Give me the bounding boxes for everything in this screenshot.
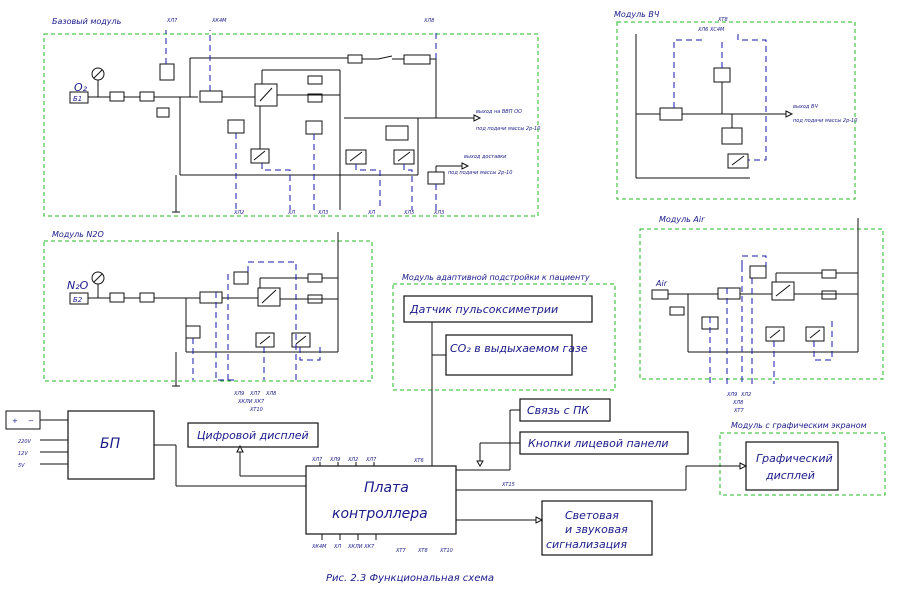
- light-sound-signal-block: [541, 500, 653, 556]
- title-graphic-module: Модуль с графическим экраном: [731, 421, 867, 430]
- svg-text:под подачи массы 2р-10: под подачи массы 2р-10: [793, 118, 857, 124]
- svg-text:ХЛ2: ХЛ2: [233, 210, 244, 216]
- controller-board-block: [305, 465, 457, 535]
- zone-air-module: [639, 228, 884, 380]
- svg-text:ХЛ7: ХЛ7: [249, 391, 261, 397]
- svg-text:ХЛ: ХЛ: [333, 544, 341, 550]
- controller-label-line2: контроллера: [332, 506, 428, 522]
- figure-caption: Рис. 2.3 Функциональная схема: [326, 573, 494, 584]
- svg-text:ХЛ: ХЛ: [367, 210, 375, 216]
- psu-label: БП: [100, 436, 121, 452]
- svg-text:ХЛ9: ХЛ9: [329, 457, 340, 463]
- digital-display-label: Цифровой дисплей: [197, 429, 309, 442]
- n2o-module-schematic: N₂O Б2 ХЛ9 ХЛ7 ХЛ8 ХКЛИ ХК7 ХТ: [67, 232, 339, 413]
- title-air-module: Модуль Air: [659, 215, 705, 224]
- pulse-oximetry-sensor-block: [403, 295, 593, 323]
- signal-label-line2: и звуковая: [565, 523, 628, 536]
- gas-label-o2: O₂: [74, 81, 88, 94]
- svg-text:под подачи мaсcы 2р-10: под подачи мaсcы 2р-10: [448, 170, 512, 176]
- svg-text:ХЛ6 ХС4М: ХЛ6 ХС4М: [697, 27, 725, 33]
- svg-text:под подачи массы 2р-10: под подачи массы 2р-10: [476, 126, 540, 132]
- svg-text:+: +: [12, 417, 18, 425]
- svg-text:ХЛ7: ХЛ7: [365, 457, 377, 463]
- svg-text:−: −: [28, 417, 34, 425]
- svg-text:ХКЛИ ХК7: ХКЛИ ХК7: [347, 544, 375, 550]
- svg-text:выход на ВВП ОО: выход на ВВП ОО: [476, 109, 522, 115]
- front-panel-buttons-label: Кнопки лицевой панели: [528, 437, 669, 450]
- n2o-module-signal-lines: [192, 261, 321, 381]
- svg-text:ХТ8: ХТ8: [717, 17, 728, 23]
- svg-text:ХЛ3: ХЛ3: [433, 210, 444, 216]
- svg-text:ХК4М: ХК4М: [311, 544, 327, 550]
- tag-b2: Б2: [73, 296, 83, 304]
- svg-text:выход доставки: выход доставки: [464, 154, 507, 160]
- pulse-oximetry-sensor-label: Датчик пульсоксиметрии: [409, 303, 558, 316]
- svg-text:ХЛ8: ХЛ8: [423, 18, 434, 24]
- tag-b1: Б1: [73, 95, 82, 103]
- co2-block: [445, 334, 573, 376]
- graphic-display-label-line1: Графический: [756, 452, 833, 465]
- svg-text:ХЛ8: ХЛ8: [265, 391, 276, 397]
- svg-text:ХЛ9: ХЛ9: [233, 391, 244, 397]
- psu-input-5v: 5V: [18, 463, 25, 469]
- svg-text:ХЛ2: ХЛ2: [740, 392, 751, 398]
- svg-text:ХК4М: ХК4М: [211, 18, 227, 24]
- gas-label-air: Air: [655, 279, 668, 288]
- tag-xt10-controller: ХТ10: [439, 548, 453, 554]
- svg-text:выход ВЧ: выход ВЧ: [793, 104, 818, 110]
- air-module-signal-lines: [709, 255, 833, 384]
- psu-input-220v: 220V: [18, 439, 32, 445]
- gas-label-n2o: N₂O: [67, 279, 89, 292]
- svg-text:ХЛ5: ХЛ5: [403, 210, 414, 216]
- svg-text:ХЛ: ХЛ: [287, 210, 295, 216]
- svg-text:ХЛ8: ХЛ8: [732, 400, 743, 406]
- svg-text:ХКЛИ ХК7: ХКЛИ ХК7: [237, 399, 265, 405]
- tag-xt7: ХТ7: [395, 548, 406, 554]
- psu-input-12v: 12V: [18, 451, 28, 457]
- digital-display-block: [187, 422, 319, 448]
- signal-label-line1: Световая: [565, 509, 619, 522]
- signal-label-line3: сигнализация: [546, 538, 627, 551]
- base-module-schematic: O₂ Б1: [69, 18, 540, 216]
- zone-base-module: [43, 33, 539, 217]
- tag-xt8: ХТ8: [417, 548, 428, 554]
- pc-link-label: Связь с ПК: [527, 404, 590, 417]
- zone-hf-module: [616, 21, 856, 200]
- zone-graphic-module: [719, 432, 886, 496]
- hf-module-signal-lines: [673, 34, 767, 161]
- tag-xt10: ХТ10: [249, 407, 263, 413]
- power-supply-group: + − 220V 12V 5V: [5, 410, 68, 469]
- co2-label: CO₂ в выдыхаемом газе: [450, 342, 588, 355]
- svg-text:ХЛ9: ХЛ9: [726, 392, 737, 398]
- svg-text:ХЛ7: ХЛ7: [166, 18, 178, 24]
- hf-module-schematic: ХТ8 ХЛ6 ХС4М выход ВЧ под подачи массы 2…: [635, 17, 857, 179]
- title-n2o-module: Модуль N2O: [52, 230, 104, 239]
- zone-n2o-module: [43, 240, 373, 382]
- title-base-module: Базовый модуль: [52, 17, 122, 26]
- base-module-signal-lines: [165, 30, 437, 210]
- tag-xt6: ХТ6: [413, 458, 424, 464]
- svg-text:ХЛ2: ХЛ2: [347, 457, 358, 463]
- svg-text:ХЛ7: ХЛ7: [311, 457, 323, 463]
- title-hf-module: Модуль ВЧ: [614, 10, 660, 19]
- title-adaptive-module: Модуль адаптивной подстройки к пациенту: [402, 273, 590, 282]
- graphic-display-block: [745, 441, 839, 491]
- zone-adaptive-module: [392, 283, 616, 391]
- tag-xt7-air: ХТ7: [733, 408, 744, 414]
- graphic-display-label-line2: дисплей: [765, 469, 815, 482]
- tag-xt15: ХТ15: [501, 482, 515, 488]
- air-module-schematic: Air ХЛ9 ХЛ2 ХЛ8 ХТ7: [651, 218, 859, 414]
- svg-text:ХЛ3: ХЛ3: [317, 210, 328, 216]
- controller-label-line1: Плата: [364, 480, 409, 496]
